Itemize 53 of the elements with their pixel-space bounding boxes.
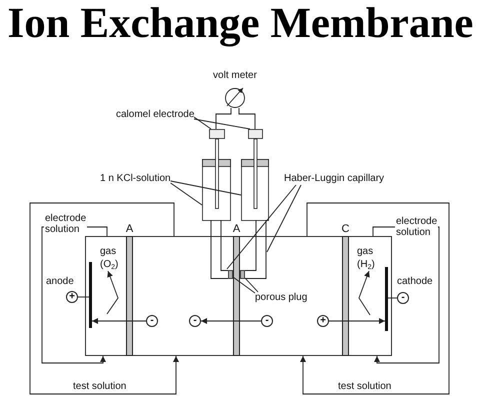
cell-compartment xyxy=(85,236,126,356)
leader-line xyxy=(244,278,258,292)
solution-vessel xyxy=(241,159,269,221)
leader-line xyxy=(194,118,250,130)
cell-compartment xyxy=(240,236,342,356)
calomel-electrode xyxy=(248,129,263,209)
calomel-electrode xyxy=(209,129,225,209)
leader-line xyxy=(170,180,242,196)
charge-symbol: + xyxy=(317,315,329,327)
capillary-tube xyxy=(245,220,267,279)
membrane-label: C xyxy=(342,223,350,235)
edge-label: electrode solution xyxy=(44,213,88,235)
edge-label: electrode solution xyxy=(395,216,438,238)
leader-line xyxy=(266,184,302,252)
diagram-title: Ion Exchange Membrane xyxy=(8,0,474,48)
charge-symbol: - xyxy=(146,315,158,327)
membrane-label: A xyxy=(232,223,240,235)
circulation-arrow xyxy=(30,202,179,394)
migration-arrow xyxy=(328,318,386,324)
wire xyxy=(238,108,256,130)
electrode-label: anode xyxy=(46,276,74,288)
capillary-tube xyxy=(210,220,228,279)
leader-line xyxy=(226,184,296,270)
gas-arrow xyxy=(106,270,118,314)
membrane-label: A xyxy=(126,223,134,235)
solution-vessel xyxy=(202,159,231,221)
cell-compartment xyxy=(349,236,392,356)
wire xyxy=(78,296,90,298)
part-label: 1 n KCl-solution xyxy=(100,173,171,185)
electrode-label: cathode xyxy=(397,276,433,288)
gas-label: gas (H$_{2}$) xyxy=(357,245,375,271)
part-label: porous plug xyxy=(255,292,308,304)
circulation-arrow xyxy=(300,202,450,394)
wire xyxy=(216,108,232,130)
leader-line xyxy=(232,276,256,294)
electrode-plate xyxy=(89,262,92,328)
porous-plug xyxy=(228,270,233,279)
terminal-symbol: - xyxy=(397,292,409,304)
leader-line xyxy=(170,182,202,206)
part-label: calomel electrode xyxy=(116,109,194,121)
electrode-plate xyxy=(385,267,388,331)
cell-compartment xyxy=(133,236,233,356)
leader-line xyxy=(194,116,212,130)
gas-label: gas (O$_{2}$) xyxy=(100,245,118,271)
gas-arrow xyxy=(358,270,370,316)
porous-plug xyxy=(240,270,245,279)
part-label: Haber-Luggin capillary xyxy=(284,173,384,185)
part-label: volt meter xyxy=(213,70,257,82)
charge-symbol: - xyxy=(261,315,273,327)
migration-arrow xyxy=(200,318,262,324)
charge-symbol: - xyxy=(189,315,201,327)
terminal-symbol: + xyxy=(66,291,78,303)
migration-arrow xyxy=(92,318,146,324)
